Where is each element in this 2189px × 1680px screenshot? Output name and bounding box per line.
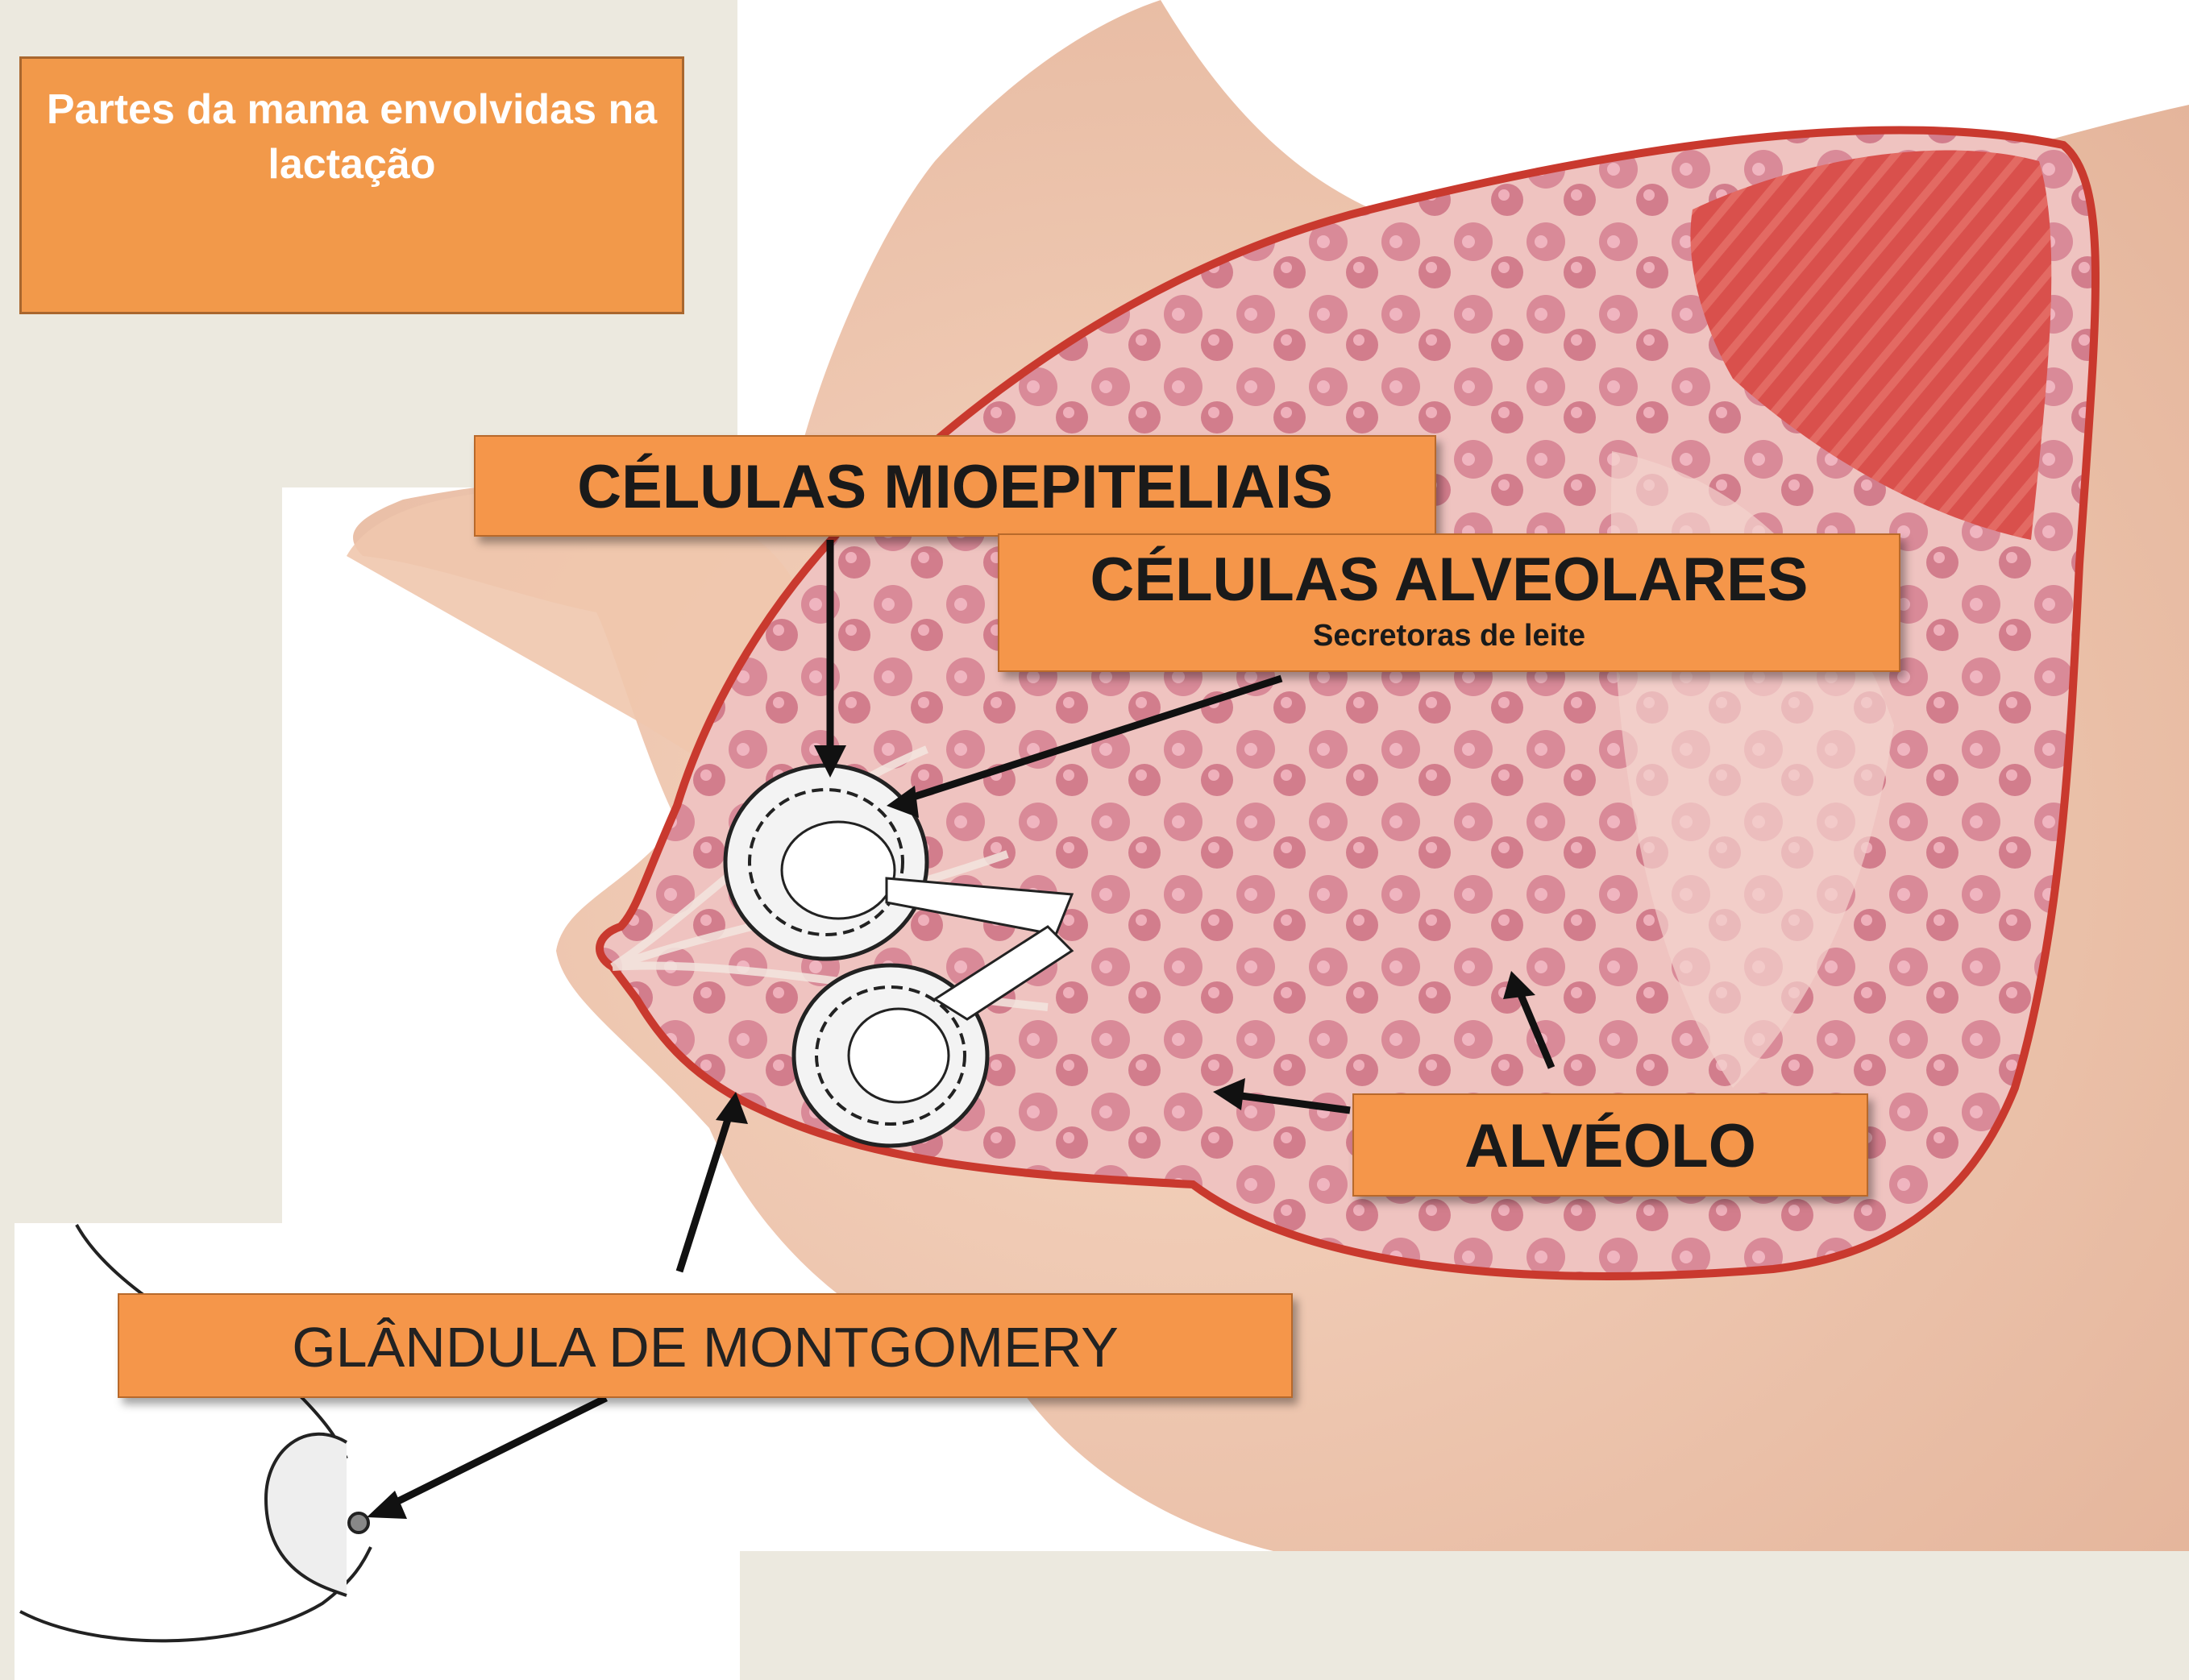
label-alveolo: ALVÉOLO	[1352, 1093, 1868, 1197]
diagram-title: Partes da mama envolvidas na lactação	[19, 56, 684, 314]
label-celulas-alveolares-subtitle: Secretoras de leite	[999, 616, 1899, 656]
label-celulas-alveolares-title: CÉLULAS ALVEOLARES	[999, 545, 1899, 616]
label-celulas-alveolares: CÉLULAS ALVEOLARES Secretoras de leite	[998, 533, 1900, 672]
label-glandula-de-montgomery: GLÂNDULA DE MONTGOMERY	[118, 1293, 1293, 1398]
label-celulas-mioepiteliais: CÉLULAS MIOEPITELIAIS	[474, 435, 1436, 537]
